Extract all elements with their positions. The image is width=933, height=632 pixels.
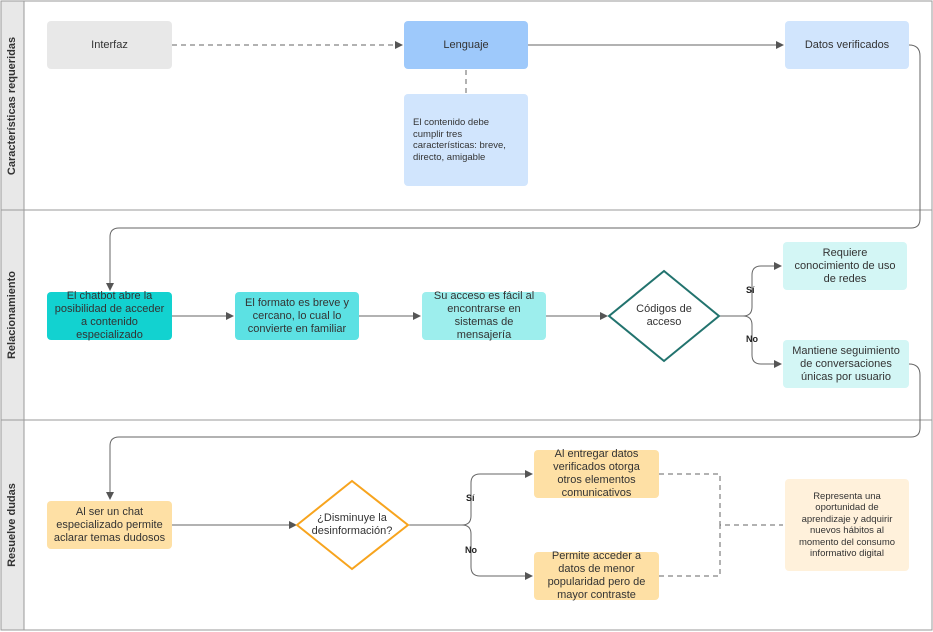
edge-permite-representa <box>659 525 721 577</box>
label-si-codigos: Sí <box>746 285 755 295</box>
decision-disminuye[interactable]: ¿Disminuye la desinformación? <box>311 512 393 537</box>
edge-disminuye-entregar <box>409 470 533 526</box>
node-interfaz[interactable]: Interfaz <box>47 21 172 69</box>
node-formato[interactable]: El formato es breve y cercano, lo cual l… <box>235 292 359 340</box>
node-nota-contenido[interactable]: El contenido debe cumplir tres caracterí… <box>404 94 528 186</box>
node-lenguaje[interactable]: Lenguaje <box>404 21 528 69</box>
decision-disminuye-shape <box>295 479 410 571</box>
lane-label-relacionamiento: Relacionamiento <box>0 210 24 420</box>
lane-title: Relacionamiento <box>6 270 18 360</box>
node-mantiene[interactable]: Mantiene seguimiento de conversaciones ú… <box>783 340 909 388</box>
edge-mantiene-chat <box>106 363 921 500</box>
decision-codigos[interactable]: Códigos de acceso <box>636 303 692 328</box>
node-acceso[interactable]: Su acceso es fácil al encontrarse en sis… <box>422 290 546 341</box>
label-no-codigos: No <box>746 334 758 344</box>
node-chatbot[interactable]: El chatbot abre la posibilidad de accede… <box>47 290 172 341</box>
node-requiere[interactable]: Requiere conocimiento de uso de redes <box>783 242 907 290</box>
node-representa[interactable]: Representa una oportunidad de aprendizaj… <box>785 479 909 571</box>
edge-entregar-representa <box>659 473 783 526</box>
node-datos-verificados[interactable]: Datos verificados <box>785 21 909 69</box>
edge-disminuye-permite <box>461 524 533 580</box>
decision-codigos-shape <box>607 269 721 363</box>
node-permite[interactable]: Permite acceder a datos de menor popular… <box>534 550 659 601</box>
lane-label-resuelve: Resuelve dudas <box>0 420 24 630</box>
edge-datos-chatbot <box>106 44 921 291</box>
lane-title: Características requeridas <box>6 36 18 175</box>
lane-label-caracteristicas: Características requeridas <box>0 1 24 210</box>
connectors <box>106 41 921 580</box>
lane-title: Resuelve dudas <box>6 483 19 567</box>
label-si-disminuye: Sí <box>466 493 475 503</box>
node-chat-especializado[interactable]: Al ser un chat especializado permite acl… <box>47 501 172 549</box>
lane-header-3 <box>0 419 25 631</box>
edge-codigos-mantiene <box>742 315 782 368</box>
label-no-disminuye: No <box>465 545 477 555</box>
node-al-entregar[interactable]: Al entregar datos verificados otorga otr… <box>534 448 659 499</box>
edge-codigos-requiere <box>719 262 782 317</box>
